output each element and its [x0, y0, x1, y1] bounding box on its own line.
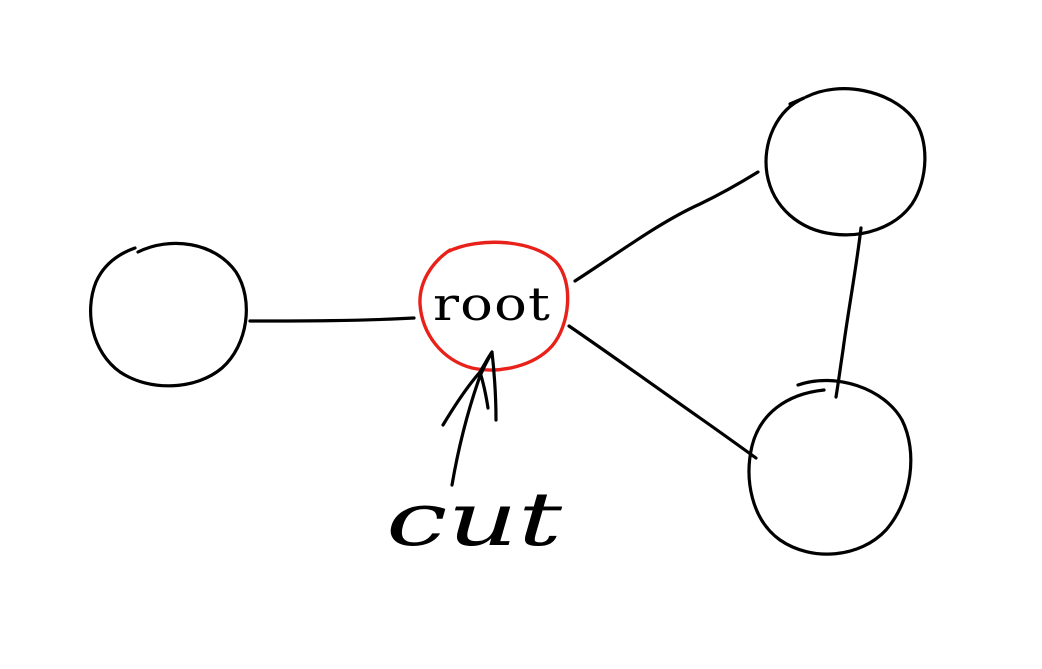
node-root-circle — [418, 240, 570, 372]
edge-left-root — [248, 316, 416, 323]
edge-top-right-bottom-right — [834, 226, 863, 399]
edge-root-top-right — [573, 170, 760, 283]
node-left — [89, 241, 248, 388]
node-root-label: root — [433, 277, 551, 331]
edge-root-bottom-right — [567, 324, 758, 460]
annotation-label: cut — [386, 477, 562, 563]
annotation-arrow — [441, 350, 498, 487]
node-bottom-right — [747, 378, 913, 556]
node-top-right — [764, 87, 927, 237]
